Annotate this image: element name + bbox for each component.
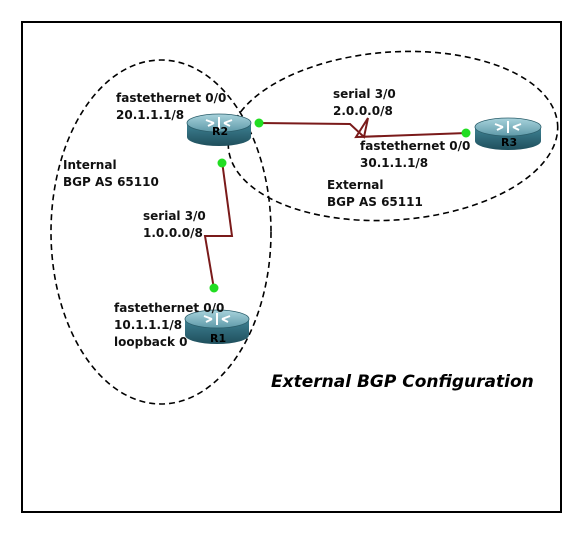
r3-interface-ip: 30.1.1.1/8 [360,156,429,170]
port-r1-serial[interactable] [209,283,219,293]
r1-interface-name: fastethernet 0/0 [114,301,225,315]
r2-interface-name: fastethernet 0/0 [116,91,227,105]
internal-as-number: BGP AS 65110 [63,175,159,189]
router-icon [186,113,252,146]
router-r1-name: R1 [210,332,226,345]
internal-as-boundary [50,59,272,405]
link-r2-r3[interactable] [258,117,468,139]
diagram-title: External BGP Configuration [271,372,534,392]
external-as-number: BGP AS 65111 [327,195,423,209]
port-r3-west[interactable] [461,128,471,138]
link-r1-r2[interactable] [203,160,234,290]
external-as-label: External BGP AS 65111 [327,177,423,211]
r2-r3-link-interface: serial 3/0 [333,87,396,101]
router-r1[interactable]: R1 [184,309,250,345]
router-r3-name: R3 [501,136,517,149]
r2-interface-ip: 20.1.1.1/8 [116,108,185,122]
external-as-title: External [327,178,384,192]
external-as-boundary [227,50,559,222]
r1-interface-label: fastethernet 0/0 10.1.1.1/8 loopback 0 [114,300,224,351]
r1-r2-link-interface: serial 3/0 [143,209,206,223]
port-r2-serial[interactable] [217,158,227,168]
port-r2-east[interactable] [254,118,264,128]
r1-r2-link-label: serial 3/0 1.0.0.0/8 [143,208,206,242]
r2-interface-label: fastethernet 0/0 20.1.1.1/8 [116,90,226,124]
r3-interface-name: fastethernet 0/0 [360,139,471,153]
router-r3[interactable]: R3 [474,117,542,150]
r2-r3-link-label: serial 3/0 2.0.0.0/8 [333,86,396,120]
router-r2[interactable]: R2 [186,113,252,146]
diagram-frame [21,21,562,513]
router-icon [184,309,250,344]
r1-interface-ip: 10.1.1.1/8 [114,318,183,332]
r1-loopback: loopback 0 [114,335,188,349]
r1-r2-link-network: 1.0.0.0/8 [143,226,203,240]
internal-as-title: Internal [63,158,117,172]
r3-interface-label: fastethernet 0/0 30.1.1.1/8 [360,138,470,172]
r2-r3-link-network: 2.0.0.0/8 [333,104,393,118]
router-r2-name: R2 [212,125,228,138]
internal-as-label: Internal BGP AS 65110 [63,157,159,191]
router-icon [474,117,542,150]
